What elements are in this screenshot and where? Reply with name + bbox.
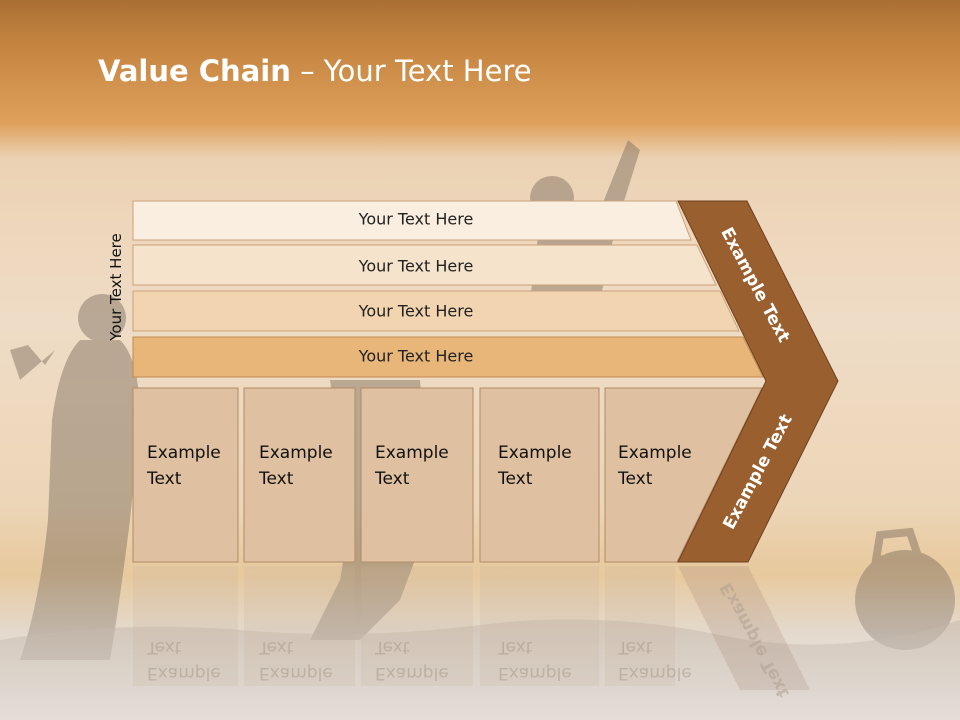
box-4-shape bbox=[479, 387, 600, 563]
box-3-label: Example Text bbox=[375, 443, 449, 489]
bar-2-shape bbox=[132, 244, 717, 286]
bar-1-shape bbox=[132, 200, 692, 241]
reflection bbox=[133, 566, 810, 690]
bar-4-label: Your Text Here bbox=[358, 346, 474, 366]
box-1-label: Example Text bbox=[147, 443, 221, 489]
box-1-shape bbox=[132, 387, 239, 563]
box-3-shape bbox=[360, 387, 474, 563]
chevron-shape bbox=[677, 200, 839, 563]
box-5-reflection: Example Text bbox=[618, 637, 692, 683]
box-5-label: Example Text bbox=[618, 443, 692, 489]
title-rest: – Your Text Here bbox=[290, 54, 532, 88]
title-bold: Value Chain bbox=[98, 54, 291, 88]
bar-3-label: Your Text Here bbox=[358, 301, 474, 321]
box-4-label: Example Text bbox=[498, 443, 572, 489]
box-4-reflection: Example Text bbox=[498, 637, 572, 683]
bar-2-label: Your Text Here bbox=[358, 256, 474, 276]
box-2-reflection: Example Text bbox=[259, 637, 333, 683]
box-3-reflection: Example Text bbox=[375, 637, 449, 683]
box-1-reflection: Example Text bbox=[147, 637, 221, 683]
box-2-shape bbox=[243, 387, 356, 563]
side-label: Your Text Here bbox=[107, 233, 125, 341]
bar-4-shape bbox=[132, 336, 764, 378]
box-2-label: Example Text bbox=[259, 443, 333, 489]
bar-3-shape bbox=[132, 290, 740, 332]
bar-1-label: Your Text Here bbox=[358, 209, 474, 229]
box-5-shape bbox=[604, 387, 763, 563]
slide-title: Value Chain – Your Text Here bbox=[98, 54, 532, 88]
